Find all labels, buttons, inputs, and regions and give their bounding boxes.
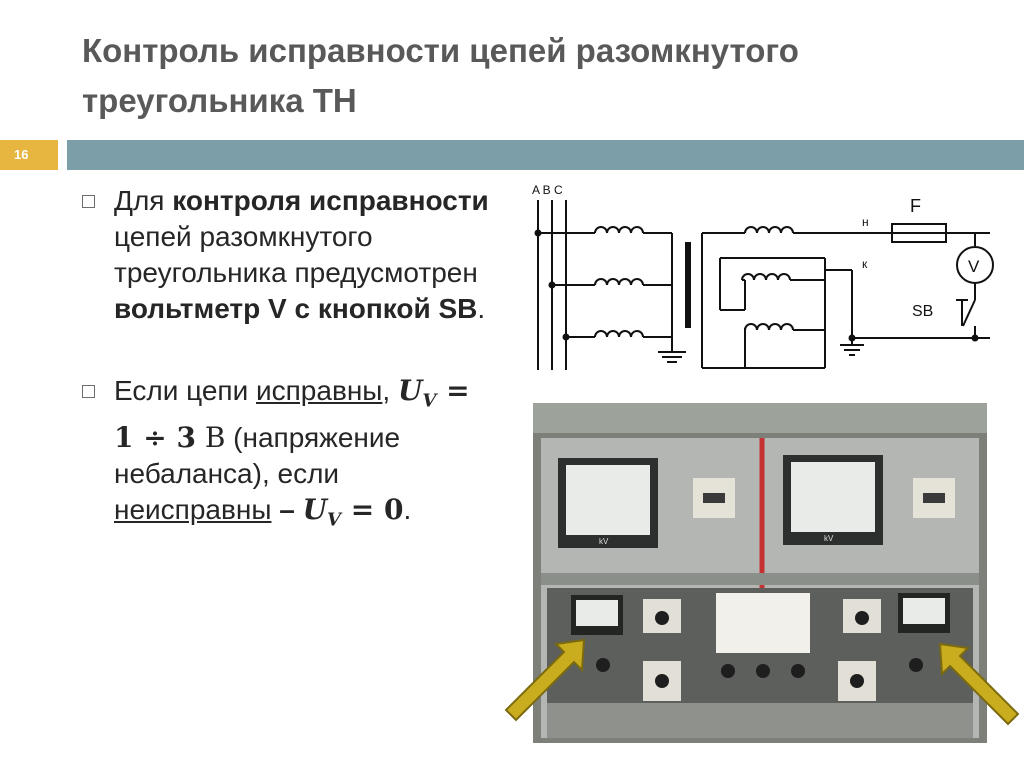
slide-number: 16 bbox=[14, 147, 29, 162]
primary-coil-a bbox=[594, 226, 644, 234]
math-expression: = 1 ÷ 3 bbox=[114, 374, 470, 454]
junction-dot bbox=[562, 333, 570, 341]
junction-dot bbox=[548, 281, 556, 289]
arrow-left-icon bbox=[504, 638, 586, 722]
bullet-text: . bbox=[403, 493, 412, 525]
bullet-bold-text: контроля исправности bbox=[172, 185, 489, 216]
bullet-square-icon bbox=[82, 195, 95, 208]
bullet-square-icon bbox=[82, 385, 95, 398]
underlined-text: неисправны bbox=[114, 493, 272, 525]
delta-coil-1 bbox=[741, 273, 791, 281]
math-expression: = 0 bbox=[340, 492, 404, 526]
bullet-text: , bbox=[382, 375, 398, 406]
delta-coil-2 bbox=[744, 323, 794, 331]
bullet-item: Для контроля исправности цепей разомкнут… bbox=[78, 183, 498, 327]
push-button-contact bbox=[962, 299, 976, 327]
math-subscript: V bbox=[422, 390, 437, 412]
fuse-f bbox=[891, 223, 947, 243]
bullet-item: Если цепи исправны, UV = 1 ÷ 3 В (напряж… bbox=[78, 373, 498, 538]
junction-dot bbox=[534, 229, 542, 237]
underlined-text: исправны bbox=[256, 375, 383, 406]
circuit-diagram: A B C н к F bbox=[532, 183, 994, 370]
instruction-label bbox=[716, 593, 810, 653]
slide-number-box bbox=[0, 140, 58, 170]
bullet-text: цепей разомкнутого треугольника предусмо… bbox=[114, 221, 478, 288]
bullet-bold-text: вольтметр V с кнопкой SB bbox=[114, 293, 478, 324]
primary-coil-b bbox=[594, 278, 644, 286]
math-symbol: U bbox=[397, 374, 423, 407]
math-unit: В bbox=[195, 420, 226, 454]
terminal-h-label: н bbox=[862, 215, 869, 229]
fuse-label: F bbox=[910, 196, 921, 216]
bullet-text: . bbox=[477, 293, 486, 324]
primary-coil-c bbox=[594, 330, 644, 338]
bullet-list: Для контроля исправности цепей разомкнут… bbox=[78, 183, 498, 578]
button-sb-label: SB bbox=[912, 303, 933, 320]
phase-labels: A B C bbox=[532, 183, 563, 197]
meter-unit-left: kV bbox=[599, 537, 609, 546]
slide-title: Контроль исправности цепей разомкнутого … bbox=[82, 32, 799, 119]
math-symbol: U bbox=[302, 492, 328, 526]
terminal-k-label: к bbox=[862, 257, 868, 271]
bullet-text: Если цепи bbox=[114, 375, 256, 406]
control-panel-photo: kV kV bbox=[533, 403, 987, 743]
meter-unit-right: kV bbox=[824, 534, 834, 543]
bullet-dash: – bbox=[271, 493, 303, 525]
bullet-text: (напряжение небаланса), если bbox=[114, 421, 401, 489]
bullet-text: Для bbox=[114, 185, 173, 216]
secondary-coil bbox=[744, 226, 794, 234]
voltmeter-label: V bbox=[968, 257, 980, 276]
math-subscript: V bbox=[327, 509, 341, 531]
title-rule bbox=[67, 140, 1024, 170]
arrow-right-icon bbox=[938, 642, 1020, 726]
